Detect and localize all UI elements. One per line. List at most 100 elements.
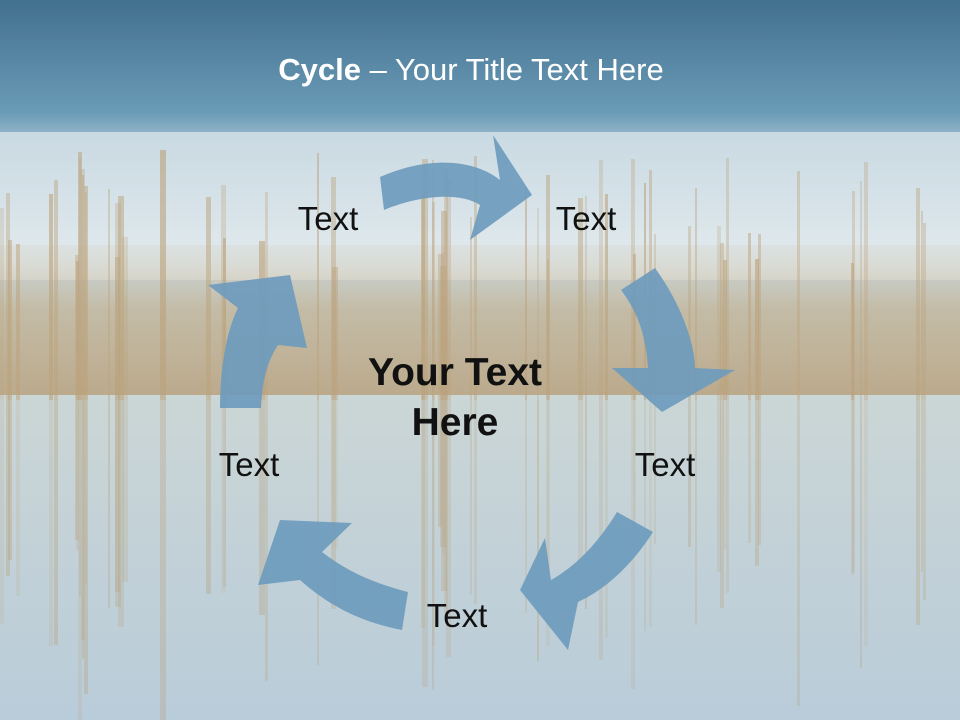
reed-stalk: [332, 267, 338, 400]
reed-reflection: [441, 400, 447, 591]
reed-stalk: [446, 180, 451, 400]
reed-stalk: [8, 240, 12, 400]
reed-stalk: [206, 197, 211, 400]
reed-stalk: [852, 191, 855, 400]
reed-reflection: [474, 400, 477, 604]
reed-stalk: [0, 208, 4, 400]
reed-stalk: [916, 188, 920, 400]
title-bold: Cycle: [278, 52, 361, 87]
reed-stalk: [851, 263, 854, 400]
reed-stalk: [578, 198, 583, 400]
reed-stalk: [118, 196, 124, 400]
reed-stalk: [441, 211, 447, 400]
reed-stalk: [585, 196, 587, 400]
reed-reflection: [470, 400, 472, 595]
reed-reflection: [78, 400, 82, 720]
reed-stalk: [432, 202, 435, 400]
reed-reflection: [717, 400, 721, 572]
reed-reflection: [422, 400, 428, 687]
reed-reflection: [16, 400, 20, 596]
slide-title: Cycle – Your Title Text Here: [0, 52, 942, 88]
reed-reflection: [537, 400, 539, 661]
reed-stalk: [717, 226, 721, 400]
reed-stalk: [923, 223, 926, 400]
reed-reflection: [122, 400, 128, 582]
cycle-node-top-left: Text: [297, 200, 359, 237]
reed-reflection: [332, 400, 338, 549]
reed-reflection: [79, 400, 81, 597]
reed-reflection: [695, 400, 697, 625]
reed-stalk: [758, 234, 761, 400]
reed-stalk: [547, 259, 549, 400]
reed-stalk: [54, 180, 58, 400]
reed-reflection: [75, 400, 79, 540]
reed-reflection: [654, 400, 656, 544]
reed-stalk: [470, 217, 472, 400]
reed-stalk: [432, 160, 434, 400]
reed-reflection: [223, 400, 226, 587]
reed-reflection: [444, 400, 448, 619]
reed-reflection: [547, 400, 549, 564]
reed-reflection: [49, 400, 53, 646]
center-text-line-1: Your Text: [367, 351, 543, 394]
reed-stalk: [160, 150, 166, 400]
center-text-line-2: Here: [411, 401, 499, 444]
center-text: Your Text Here: [325, 348, 585, 448]
reed-reflection: [440, 400, 446, 547]
reed-stalk: [633, 254, 636, 400]
reed-stalk: [688, 226, 691, 400]
reed-reflection: [81, 400, 85, 640]
reed-reflection: [755, 400, 759, 566]
reed-stalk: [605, 194, 608, 400]
reed-stalk: [599, 160, 603, 400]
reed-stalk: [860, 181, 862, 400]
reed-reflection: [76, 400, 79, 550]
reed-reflection: [748, 400, 751, 543]
reed-stalk: [921, 211, 923, 400]
reed-reflection: [578, 400, 583, 578]
reed-stalk: [723, 260, 727, 400]
reed-stalk: [16, 244, 20, 400]
reed-stalk: [76, 261, 79, 400]
reed-stalk: [422, 159, 428, 400]
cycle-node-top-right: Text: [555, 200, 617, 237]
reed-stalk: [537, 208, 539, 400]
reed-stalk: [78, 152, 82, 400]
reed-reflection: [438, 400, 442, 527]
reed-stalk: [695, 188, 697, 400]
reed-reflection: [432, 400, 435, 646]
reed-stalk: [223, 238, 226, 400]
reed-reflection: [6, 400, 10, 576]
reed-reflection: [726, 400, 729, 593]
reed-stalk: [84, 186, 88, 400]
cycle-arrow-5: [208, 275, 307, 408]
reed-reflection: [85, 400, 87, 584]
reed-reflection: [723, 400, 727, 549]
reed-stalk: [474, 156, 477, 400]
reed-reflection: [54, 400, 58, 645]
reed-reflection: [115, 400, 120, 592]
reed-stalk: [317, 153, 319, 400]
reed-stalk: [122, 237, 128, 400]
reed-reflection: [115, 400, 121, 607]
reed-reflection: [221, 400, 226, 593]
reed-stalk: [442, 253, 444, 400]
reed-reflection: [259, 400, 265, 615]
reed-reflection: [546, 400, 550, 646]
reed-stalk: [421, 195, 425, 400]
reed-stalk: [438, 254, 442, 400]
reed-reflection: [921, 400, 923, 572]
reed-reflection: [852, 400, 855, 573]
reed-reflection: [331, 400, 336, 609]
reed-reflection: [160, 400, 166, 720]
reed-reflection: [605, 400, 608, 638]
cycle-arrow-3: [520, 512, 653, 650]
reed-reflection: [864, 400, 868, 646]
reed-stalk: [864, 162, 868, 400]
cycle-node-left: Text: [218, 446, 280, 483]
reed-reflection: [797, 400, 800, 706]
reed-reflection: [108, 400, 110, 608]
reed-stalk: [748, 233, 751, 400]
